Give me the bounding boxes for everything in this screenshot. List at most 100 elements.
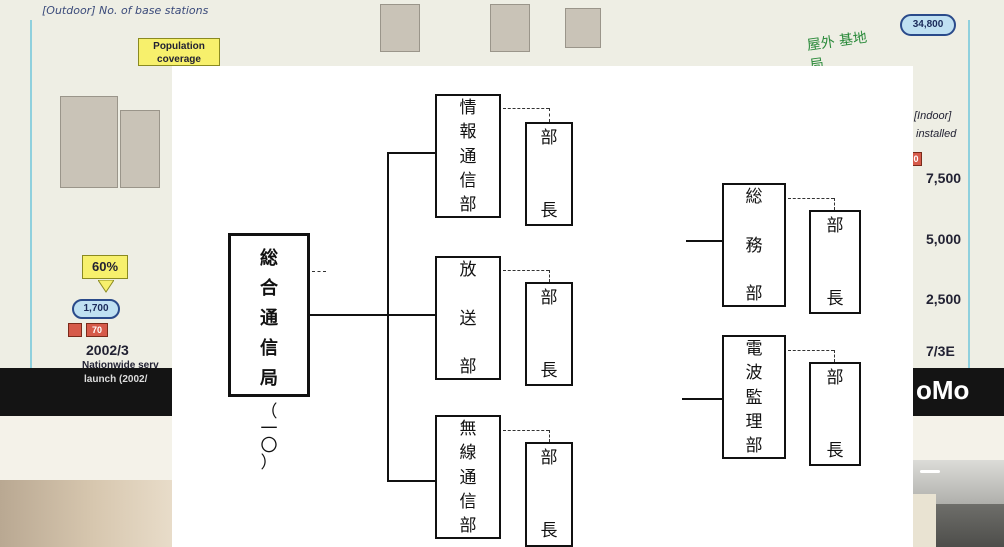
marker-box (68, 323, 82, 337)
dept-box-denpa-kanri: 電波監理部 (722, 335, 786, 459)
population-coverage-callout: Population coverage (138, 38, 220, 66)
dotted-connector (503, 270, 549, 271)
vertical-char: 通 (260, 308, 278, 329)
vertical-char: 部 (459, 357, 477, 377)
chart-bar (490, 4, 530, 52)
dotted-connector (503, 430, 549, 431)
brand-logo-fragment: oMo (916, 375, 970, 405)
dept-label: 放送部 (437, 262, 499, 376)
axis-tick-7500: 7,500 (926, 170, 962, 186)
vertical-char: 〇 (260, 436, 278, 456)
vertical-char: 信 (260, 338, 278, 359)
vertical-char: 部 (540, 288, 558, 308)
dept-box-hoso: 放送部 (435, 256, 501, 380)
indoor-label: [Indoor] (914, 110, 952, 122)
slide-guide-line (30, 20, 32, 370)
date-label-right: 7/3E (926, 343, 955, 359)
vertical-char: 務 (745, 235, 763, 256)
ceiling-light (920, 470, 940, 473)
dept-head-box: 部長 (809, 210, 861, 314)
launch-label-line1: Nationwide serv (82, 360, 159, 371)
vertical-char: 通 (459, 146, 477, 167)
dept-head-label: 部長 (527, 290, 571, 380)
vertical-char: 長 (540, 361, 558, 381)
connector-trunk (387, 152, 389, 482)
main-dept-label: 総合通信局 (231, 244, 307, 390)
dept-box-somu: 総務部 (722, 183, 786, 307)
dotted-connector (834, 198, 835, 210)
room-wall-photo (0, 480, 172, 547)
dept-box-musen-tsushin: 無線通信部 (435, 415, 501, 539)
launch-label-line2: launch (2002/ (84, 374, 148, 385)
vertical-char: 部 (459, 195, 477, 215)
vertical-char: 長 (826, 441, 844, 461)
vertical-char: 総 (745, 187, 763, 207)
vertical-char: 部 (826, 216, 844, 236)
dotted-connector (503, 108, 549, 109)
vertical-char: 報 (459, 122, 477, 143)
dotted-connector (312, 271, 326, 272)
dotted-connector (788, 198, 834, 199)
value-pill-1700: 1,700 (72, 299, 120, 319)
vertical-char: 信 (459, 491, 477, 512)
coverage-60-callout: 60% (82, 255, 128, 279)
chart-bar (120, 110, 160, 188)
vertical-char: 部 (745, 436, 763, 456)
vertical-char: 理 (745, 411, 763, 432)
connector-line (387, 152, 435, 154)
date-label-left: 2002/3 (86, 342, 129, 358)
dept-label: 総務部 (724, 189, 784, 303)
vertical-char: 電 (745, 339, 763, 359)
vertical-char: 部 (745, 284, 763, 304)
dept-head-box: 部長 (525, 122, 573, 226)
vertical-char: 放 (459, 260, 477, 280)
value-box-70: 70 (86, 323, 108, 337)
dept-head-label: 部長 (527, 130, 571, 220)
vertical-char: 部 (540, 448, 558, 468)
vertical-char: 一 (260, 419, 278, 439)
dept-head-box: 部長 (809, 362, 861, 466)
vertical-char: 送 (459, 308, 477, 329)
vertical-char: 総 (260, 248, 278, 269)
slide-title: [Outdoor] No. of base stations (42, 4, 209, 17)
dept-head-label: 部長 (811, 218, 859, 308)
vertical-char: 線 (459, 443, 477, 464)
chart-bar (565, 8, 601, 48)
vertical-char: 局 (260, 368, 278, 389)
axis-tick-2500: 2,500 (926, 291, 962, 307)
dept-label: 無線通信部 (437, 421, 499, 535)
connector-line (310, 314, 388, 316)
vertical-char: 通 (459, 467, 477, 488)
installed-label: installed (916, 128, 957, 140)
dept-head-box: 部長 (525, 442, 573, 547)
slide-guide-line (968, 20, 970, 370)
vertical-char: 長 (826, 289, 844, 309)
dept-head-box: 部長 (525, 282, 573, 386)
vertical-char: 無 (459, 419, 477, 439)
dept-box-joho-tsushin: 情報通信部 (435, 94, 501, 218)
vertical-char: 情 (459, 98, 477, 118)
dotted-connector (549, 108, 550, 122)
dotted-connector (834, 350, 835, 362)
vertical-char: 長 (540, 201, 558, 221)
vertical-char: 部 (826, 368, 844, 388)
connector-line (387, 480, 435, 482)
vertical-char: 部 (540, 128, 558, 148)
chart-bar (60, 96, 118, 188)
chart-bar (380, 4, 420, 52)
dotted-connector (549, 270, 550, 282)
down-arrow-icon (98, 280, 114, 293)
vertical-char: 監 (745, 387, 763, 408)
axis-tick-5000: 5,000 (926, 231, 962, 247)
dept-head-label: 部長 (811, 370, 859, 460)
main-dept-box: 総合通信局 (228, 233, 310, 397)
vertical-char: 合 (260, 278, 278, 299)
connector-line (682, 398, 722, 400)
vertical-char: 部 (459, 516, 477, 536)
vertical-char: 波 (745, 363, 763, 384)
main-dept-paren-label: （一〇） (248, 404, 290, 472)
dotted-connector (788, 350, 834, 351)
vertical-char: ） (260, 453, 278, 473)
connector-line (387, 314, 435, 316)
dept-label: 情報通信部 (437, 100, 499, 214)
